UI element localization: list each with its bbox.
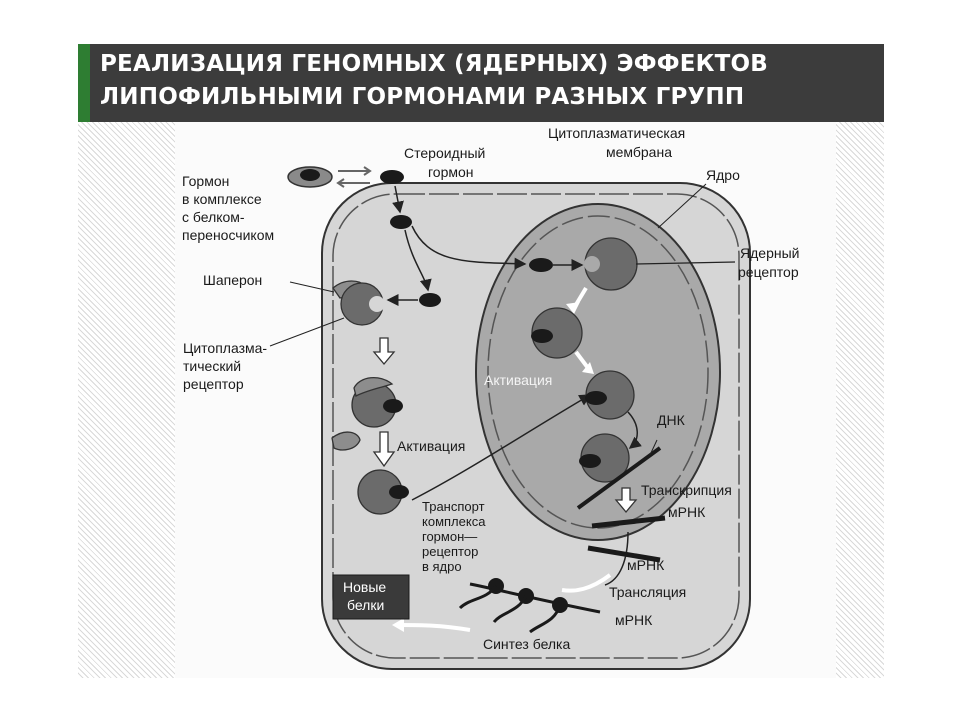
- hormone-in-complex: [300, 169, 320, 181]
- bound-hormone: [383, 399, 403, 413]
- mrna-to-translation-arrow: [561, 573, 612, 593]
- receptor-binding-pocket: [369, 296, 385, 312]
- mrna-export-arrow: [604, 531, 629, 586]
- hollow-down-arrow-2: [372, 431, 396, 468]
- transport-to-nucleus-arrow: [411, 394, 592, 501]
- label-nucleus: Ядро: [706, 167, 740, 183]
- nucleus-inner-envelope: [487, 215, 709, 529]
- peptide-chains: [458, 585, 562, 634]
- chaperone-pointer: [289, 281, 335, 293]
- new-proteins-box: [332, 574, 410, 620]
- activated-nuclear-complex: [585, 370, 635, 420]
- label-steroid-hormone: Стероидный гормон: [404, 145, 489, 180]
- slide-title-line-1: РЕАЛИЗАЦИЯ ГЕНОМНЫХ (ЯДЕРНЫХ) ЭФФЕКТОВ: [100, 51, 769, 77]
- slide-title: РЕАЛИЗАЦИЯ ГЕНОМНЫХ (ЯДЕРНЫХ) ЭФФЕКТОВ Л…: [100, 48, 880, 114]
- title-bar: [78, 44, 884, 122]
- hormone-near-chaperone: [419, 293, 441, 307]
- label-transport: Транспорт комплекса гормон— рецептор в я…: [422, 499, 489, 574]
- label-chaperone: Шаперон: [203, 272, 262, 288]
- attached-chaperone-shape: [353, 377, 394, 397]
- label-nuclear-receptor: Ядерный рецептор: [738, 245, 803, 280]
- released-chaperone: [331, 431, 361, 451]
- label-activation-nucleus: Активация: [484, 372, 552, 388]
- white-arrow-2: [574, 350, 590, 370]
- equilibrium-arrows-icon: [336, 166, 372, 188]
- title-accent-stripe: [78, 44, 90, 122]
- label-cytoplasmic-membrane: Цитоплазматическая мембрана: [548, 125, 689, 160]
- hormone-entry-arrow: [392, 185, 404, 214]
- white-arrowhead-1: [566, 302, 580, 314]
- cell-inner-membrane: [332, 193, 740, 659]
- hormone-to-nucleus-arrow: [411, 225, 527, 270]
- cytoplasmic-receptor-pointer: [269, 317, 345, 347]
- label-transcription: Транскрипция: [641, 482, 732, 498]
- transcription-hollow-arrow: [614, 487, 638, 514]
- nucleus-pointer: [657, 183, 707, 229]
- label-mrna-3: мРНК: [615, 612, 653, 628]
- cell-diagram: Стероидный гормон Гормон в комплексе с б…: [182, 125, 803, 670]
- mrna-in-cytoplasm: [587, 545, 661, 563]
- label-new-proteins: Новые белки: [343, 579, 390, 613]
- slide-title-line-2: ЛИПОФИЛЬНЫМИ ГОРМОНАМИ РАЗНЫХ ГРУПП: [100, 84, 745, 110]
- dna-pointer: [649, 439, 658, 456]
- mrna-in-nucleus: [591, 515, 666, 529]
- synthesis-return-arrow: [399, 623, 471, 632]
- dna-bound-hormone: [579, 454, 601, 468]
- hormone-in-cytoplasm: [390, 215, 412, 229]
- hatched-margin-right: [836, 122, 884, 678]
- nuclear-complex-1-hormone: [531, 329, 553, 343]
- label-activation-cytoplasm: Активация: [397, 438, 465, 454]
- label-cytoplasmic-receptor: Цитоплазма- тический рецептор: [183, 340, 271, 392]
- label-protein-synthesis: Синтез белка: [483, 636, 570, 652]
- label-hormone-complex: Гормон в комплексе с белком- переносчико…: [182, 173, 274, 243]
- label-dna: ДНК: [657, 412, 686, 428]
- nuclear-receptor-pocket: [584, 256, 600, 272]
- label-translation: Трансляция: [609, 584, 686, 600]
- diagram-panel: Стероидный гормон Гормон в комплексе с б…: [175, 122, 836, 678]
- hollow-down-arrow-1: [372, 337, 396, 366]
- nucleus: [475, 203, 721, 541]
- hatched-margin-left: [78, 122, 175, 678]
- nuclear-complex-1: [531, 307, 583, 359]
- free-steroid-hormone: [380, 170, 404, 184]
- label-mrna-1: мРНК: [668, 504, 706, 520]
- nuclear-receptor-pointer: [635, 261, 736, 265]
- hormone-to-chaperone-arrow: [404, 229, 432, 292]
- label-mrna-2: мРНК: [627, 557, 665, 573]
- activated-complex-hormone: [389, 485, 409, 499]
- white-arrowhead-2: [582, 362, 594, 374]
- hormone-at-nucleus: [529, 258, 553, 272]
- dna-strand: [576, 446, 662, 510]
- synthesis-return-arrowhead: [392, 618, 404, 632]
- dna-binding-curved-arrow: [627, 411, 642, 449]
- activated-nuclear-hormone: [585, 391, 607, 405]
